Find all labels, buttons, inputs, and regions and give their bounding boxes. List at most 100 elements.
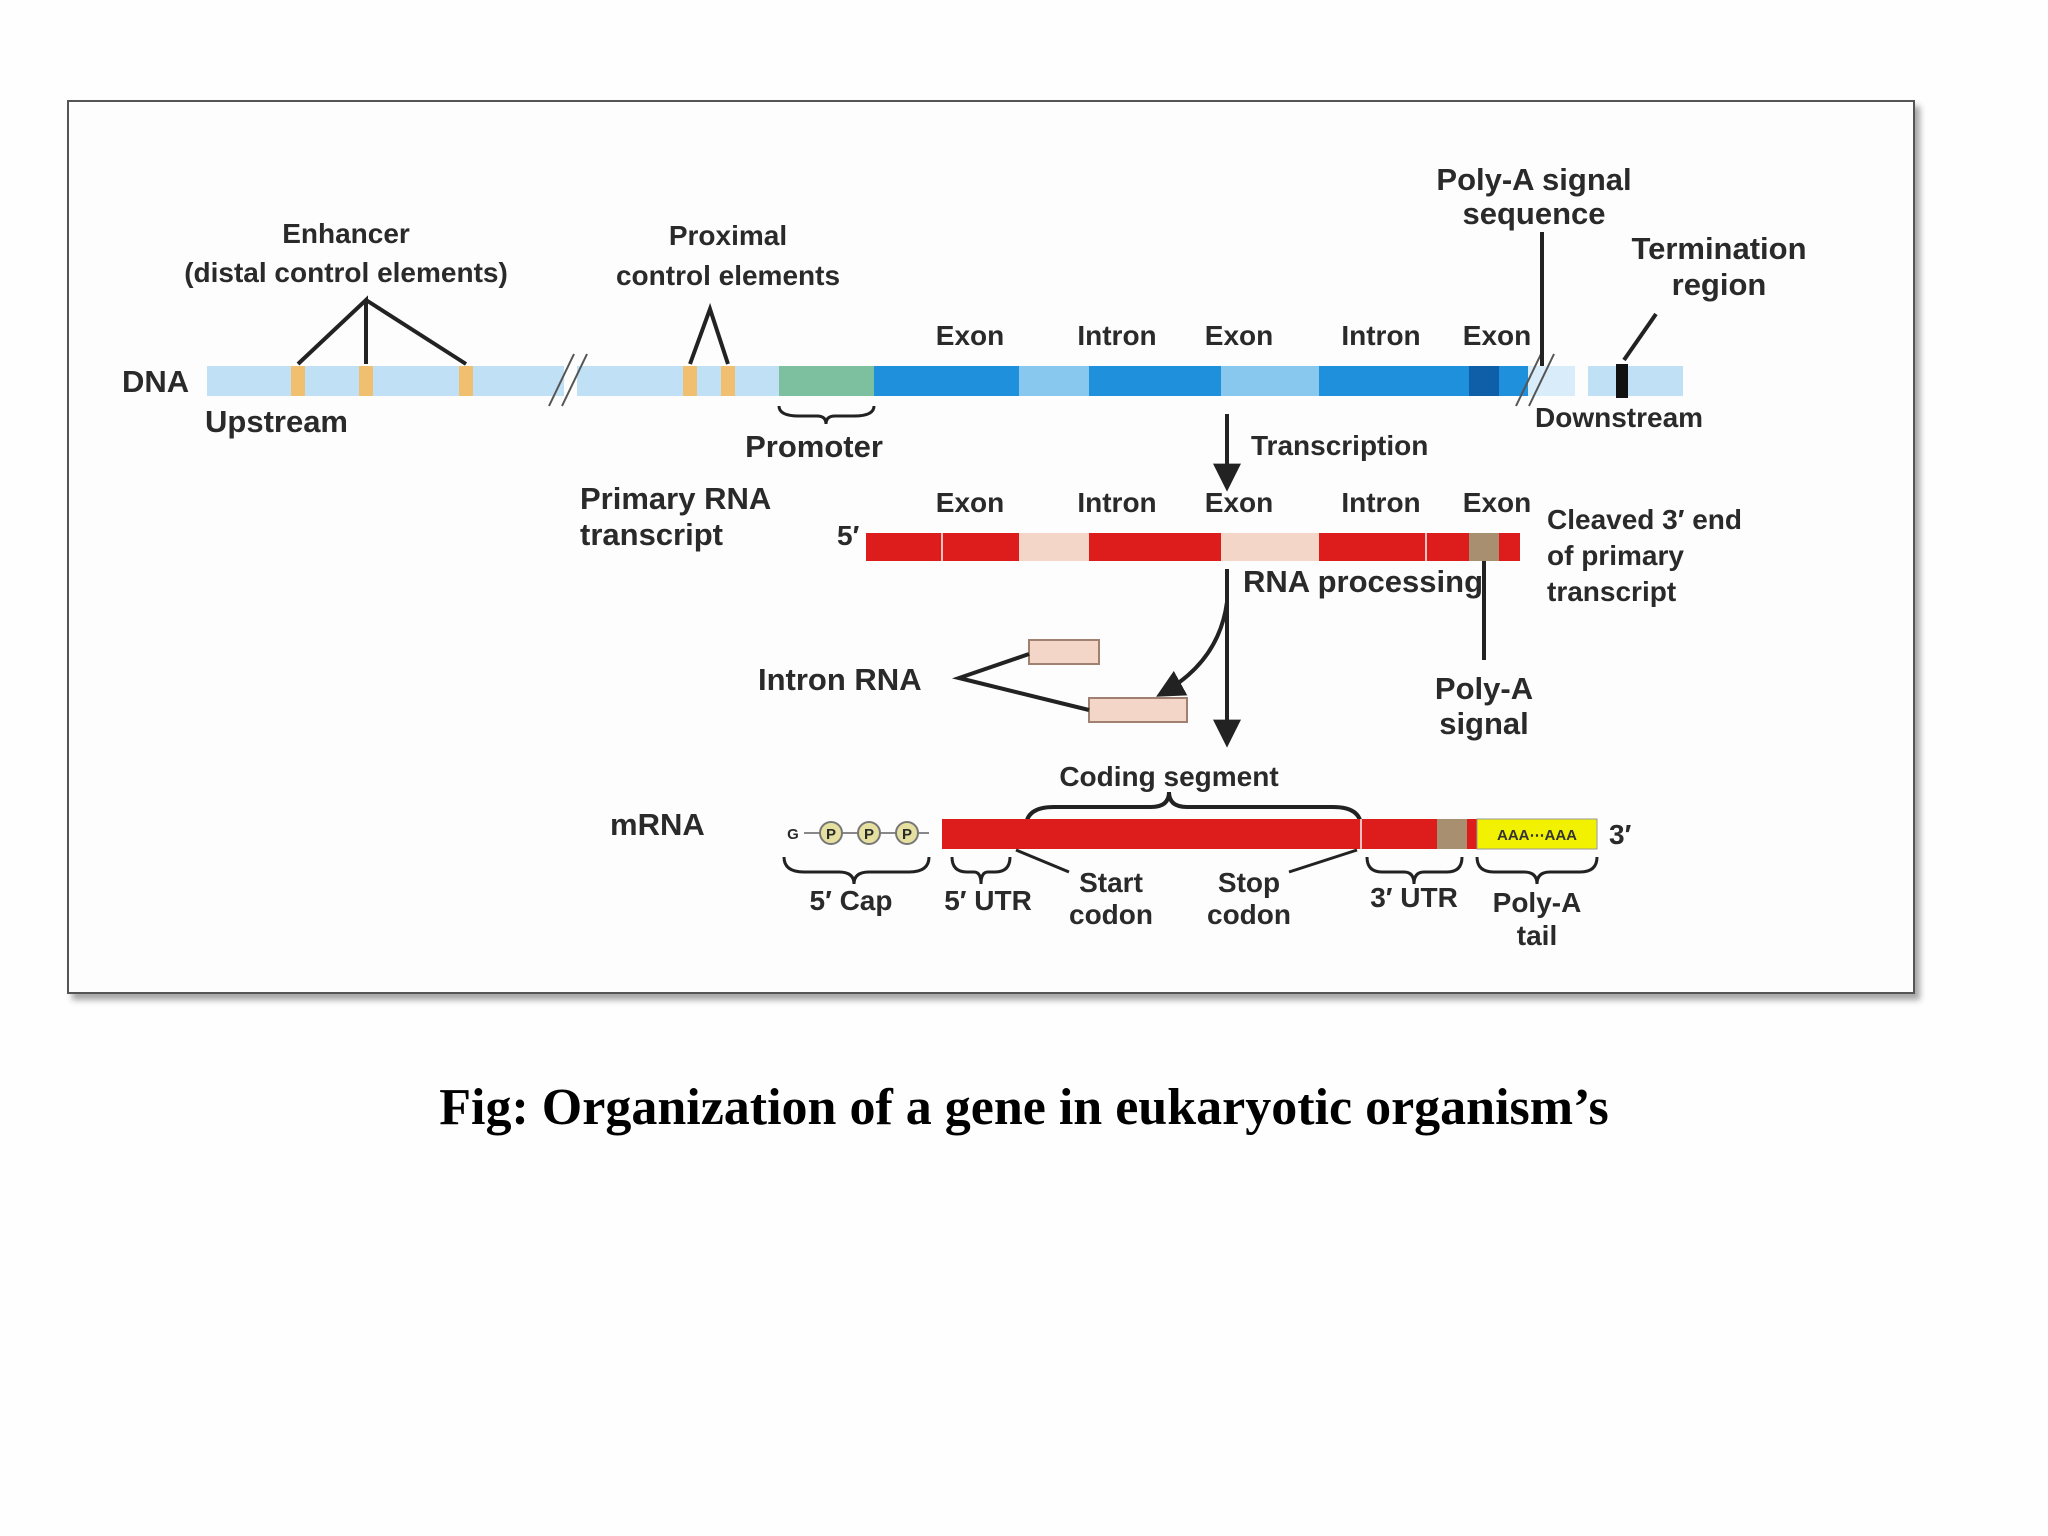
primary-exon xyxy=(866,533,1520,561)
mrna-three-prime: 3′ xyxy=(1609,819,1632,850)
dna-promoter-region xyxy=(779,366,874,396)
primary-intron xyxy=(1221,533,1319,561)
mrna-exons xyxy=(942,819,1477,849)
intron-rna-label: Intron RNA xyxy=(758,662,922,697)
primary-five-prime: 5′ xyxy=(837,520,860,551)
start-codon-label: codon xyxy=(1069,899,1153,930)
primary-polya-signal xyxy=(1469,533,1499,561)
dna-downstream-flank xyxy=(1588,366,1683,396)
proximal-label: control elements xyxy=(616,260,840,291)
intron-removal-arrow xyxy=(1156,601,1229,697)
primary-segment-label: Exon xyxy=(1463,487,1531,518)
cleaved-end-label: Cleaved 3′ end xyxy=(1547,504,1742,535)
figure-caption: Fig: Organization of a gene in eukaryoti… xyxy=(439,1079,1609,1136)
dna-segment-label: Exon xyxy=(1463,320,1531,351)
dna-termination-site xyxy=(1616,364,1628,398)
polya-tail-label: tail xyxy=(1517,920,1557,951)
primary-transcript-label: transcript xyxy=(580,517,723,552)
termination-label: region xyxy=(1672,267,1767,302)
dna-segment-label: Intron xyxy=(1077,320,1156,351)
start-codon-pointer xyxy=(1015,848,1070,874)
dna-segment-label: Exon xyxy=(936,320,1004,351)
primary-segment-label: Exon xyxy=(1205,487,1273,518)
coding-segment-label: Coding segment xyxy=(1059,761,1278,792)
break-mark xyxy=(1528,353,1555,407)
cap-g: G xyxy=(787,826,799,843)
proximal-element xyxy=(721,366,735,396)
enhancer-element xyxy=(359,366,373,396)
phosphate-3 xyxy=(895,821,919,845)
dna-flank-middle xyxy=(577,366,779,396)
five-cap-label: 5′ Cap xyxy=(810,885,893,916)
stop-codon-label: Stop xyxy=(1218,867,1280,898)
stop-codon-pointer xyxy=(1288,848,1358,874)
promoter-brace xyxy=(777,405,876,425)
mrna-strand: AAA⋯AAA xyxy=(942,818,1598,850)
five-utr-label: 5′ UTR xyxy=(944,885,1032,916)
dna-polya-signal-site xyxy=(1469,366,1499,396)
dna-intron-2 xyxy=(1221,366,1319,396)
diagram-frame: DNA Upstream Downstream Enhancer (distal… xyxy=(67,100,1915,994)
primary-segment-label: Intron xyxy=(1077,487,1156,518)
coding-segment-brace xyxy=(1024,791,1363,828)
svg-text:P: P xyxy=(902,826,912,843)
dna-strand xyxy=(207,353,1683,407)
dna-segment-label: Intron xyxy=(1341,320,1420,351)
promoter-label: Promoter xyxy=(745,429,883,464)
polya-signal-label: Poly-A xyxy=(1435,671,1533,706)
enhancer-element xyxy=(291,366,305,396)
proximal-pointer xyxy=(688,302,730,365)
polya-tail-label: Poly-A xyxy=(1493,887,1582,918)
start-codon-label: Start xyxy=(1079,867,1143,898)
polya-signal-sequence-label: Poly-A signal xyxy=(1436,162,1631,197)
transcription-label: Transcription xyxy=(1251,430,1428,461)
dna-intron-1 xyxy=(1019,366,1089,396)
polya-tail-brace xyxy=(1475,856,1599,885)
excised-intron xyxy=(1028,639,1100,665)
rna-processing-label: RNA processing xyxy=(1243,564,1483,599)
intron-rna-pointer xyxy=(951,652,1090,712)
five-utr-brace xyxy=(950,856,1012,885)
svg-text:P: P xyxy=(826,826,836,843)
proximal-label: Proximal xyxy=(669,220,787,251)
excised-intron xyxy=(1088,697,1188,723)
break-mark xyxy=(561,353,588,407)
cleaved-end-label: transcript xyxy=(1547,576,1676,607)
primary-transcript xyxy=(866,533,1520,561)
five-prime-cap: G P P P xyxy=(787,821,929,845)
polya-tail-text: AAA⋯AAA xyxy=(1497,827,1577,844)
svg-text:P: P xyxy=(864,826,874,843)
dna-segment-label: Exon xyxy=(1205,320,1273,351)
polya-tail xyxy=(1476,818,1598,850)
enhancer-element xyxy=(459,366,473,396)
mrna-label: mRNA xyxy=(610,807,705,842)
break-mark xyxy=(1515,353,1542,407)
phosphate-1 xyxy=(819,821,843,845)
gene-organization-diagram: DNA Upstream Downstream Enhancer (distal… xyxy=(122,162,1807,951)
termination-label: Termination xyxy=(1631,231,1806,266)
three-utr-brace xyxy=(1365,856,1464,885)
dna-gene-body xyxy=(874,366,1528,396)
break-mark xyxy=(548,353,575,407)
phosphate-2 xyxy=(857,821,881,845)
enhancer-pointer xyxy=(296,295,468,366)
polya-signal-sequence-label: sequence xyxy=(1462,196,1605,231)
dna-label: DNA xyxy=(122,364,189,399)
cleaved-end-label: of primary xyxy=(1547,540,1684,571)
five-cap-brace xyxy=(782,856,931,885)
stop-codon-label: codon xyxy=(1207,899,1291,930)
primary-transcript-label: Primary RNA xyxy=(580,481,771,516)
proximal-element xyxy=(683,366,697,396)
polya-signal-label: signal xyxy=(1439,706,1529,741)
three-utr-label: 3′ UTR xyxy=(1370,882,1458,913)
primary-segment-label: Intron xyxy=(1341,487,1420,518)
dna-upstream-flank xyxy=(207,366,564,396)
enhancer-label: Enhancer xyxy=(282,218,410,249)
primary-segment-label: Exon xyxy=(936,487,1004,518)
mrna-polya-signal xyxy=(1437,819,1467,849)
termination-pointer xyxy=(1622,312,1658,362)
primary-intron xyxy=(1019,533,1089,561)
enhancer-label: (distal control elements) xyxy=(184,257,508,288)
upstream-label: Upstream xyxy=(205,404,348,439)
downstream-label: Downstream xyxy=(1535,402,1703,433)
